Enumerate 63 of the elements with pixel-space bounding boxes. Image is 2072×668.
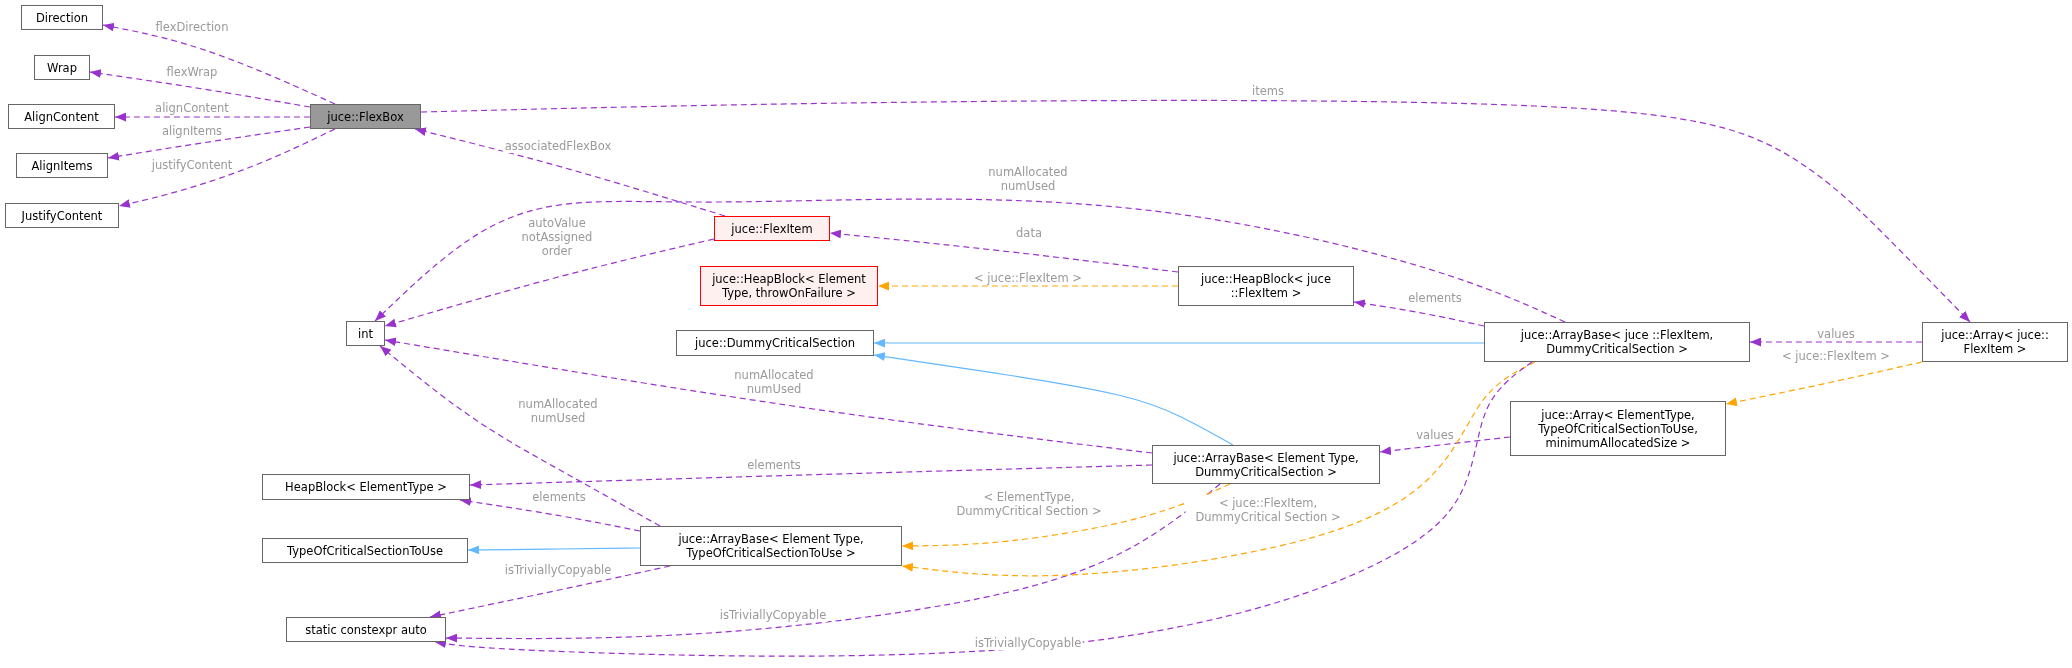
edge-label: alignItems — [159, 124, 225, 138]
dashed-arrow — [420, 99, 1971, 323]
edge-label: justifyContent — [149, 158, 235, 172]
class-box: TypeOfCriticalSectionToUse — [262, 538, 468, 563]
dashed-arrow — [1353, 299, 1485, 327]
dashed-arrow — [901, 361, 1536, 577]
dashed-arrow — [901, 483, 1231, 551]
dashed-arrow — [102, 22, 336, 105]
edge-label: elements — [1406, 291, 1464, 305]
class-box: HeapBlock< ElementType > — [262, 474, 470, 500]
class-box: AlignItems — [16, 153, 108, 178]
arrow — [873, 338, 1485, 348]
edge-label: elements — [745, 458, 803, 472]
class-box: juce::HeapBlock< juce ::FlexItem > — [1178, 266, 1354, 306]
edge-label: < juce::FlexItem > — [972, 271, 1084, 285]
edge-label: values — [1815, 327, 1857, 341]
arrow — [467, 545, 641, 555]
dashed-arrow — [89, 69, 311, 108]
edge-label: isTriviallyCopyable — [502, 563, 614, 577]
edge-label: items — [1250, 84, 1286, 98]
focus-class-box: juce::FlexBox — [310, 104, 421, 129]
edge-label: isTriviallyCopyable — [972, 636, 1084, 650]
dashed-arrow — [118, 128, 336, 208]
dashed-arrow — [1379, 436, 1511, 456]
class-box: Direction — [21, 5, 103, 30]
dashed-arrow — [434, 361, 1533, 657]
edge-label: flexDirection — [153, 20, 231, 34]
edge-label: alignContent — [153, 101, 231, 115]
class-box: juce::FlexItem — [714, 216, 830, 241]
class-box: juce::ArrayBase< Element Type, DummyCriticalSection > — [1152, 445, 1380, 484]
class-box: juce::Array< juce:: FlexItem > — [1922, 322, 2068, 362]
edge-label: flexWrap — [164, 65, 220, 79]
edge-label: elements — [530, 490, 588, 504]
dashed-arrow — [1749, 337, 1923, 347]
class-box: juce::ArrayBase< juce ::FlexItem, DummyCriticalSection > — [1484, 322, 1750, 362]
dashed-arrow — [107, 126, 311, 161]
arrow — [873, 352, 1234, 446]
edge-label: values — [1414, 428, 1456, 442]
class-box: juce::HeapBlock< Element Type, throwOnFailure > — [700, 266, 878, 306]
class-box: juce::DummyCriticalSection — [676, 330, 874, 356]
dashed-arrow — [445, 483, 1221, 643]
class-box: JustifyContent — [5, 203, 119, 228]
dashed-arrow — [469, 464, 1153, 490]
dashed-arrow — [379, 345, 661, 527]
dashed-arrow — [114, 112, 311, 122]
dashed-arrow — [374, 198, 1566, 323]
class-box: int — [346, 321, 385, 346]
class-box: juce::Array< ElementType, TypeOfCriticalSectionToUse, minimumAllocatedSize > — [1510, 401, 1726, 456]
class-box: juce::ArrayBase< Element Type, TypeOfCriticalSectionToUse > — [640, 526, 902, 566]
dashed-arrow — [384, 337, 1153, 454]
class-box: Wrap — [34, 55, 90, 80]
class-box: static constexpr auto — [286, 617, 446, 642]
edge-label: isTriviallyCopyable — [717, 608, 829, 622]
edge-label: data — [1014, 226, 1044, 240]
edge-label: < juce::FlexItem > — [1780, 349, 1892, 363]
edge-label: associatedFlexBox — [502, 139, 614, 153]
dashed-arrow — [877, 281, 1179, 291]
dashed-arrow — [384, 238, 715, 328]
dashed-arrow — [414, 127, 726, 217]
dashed-arrow — [459, 497, 641, 532]
dashed-arrow — [1725, 361, 1923, 407]
dashed-arrow — [829, 229, 1179, 273]
class-box: AlignContent — [8, 104, 115, 129]
